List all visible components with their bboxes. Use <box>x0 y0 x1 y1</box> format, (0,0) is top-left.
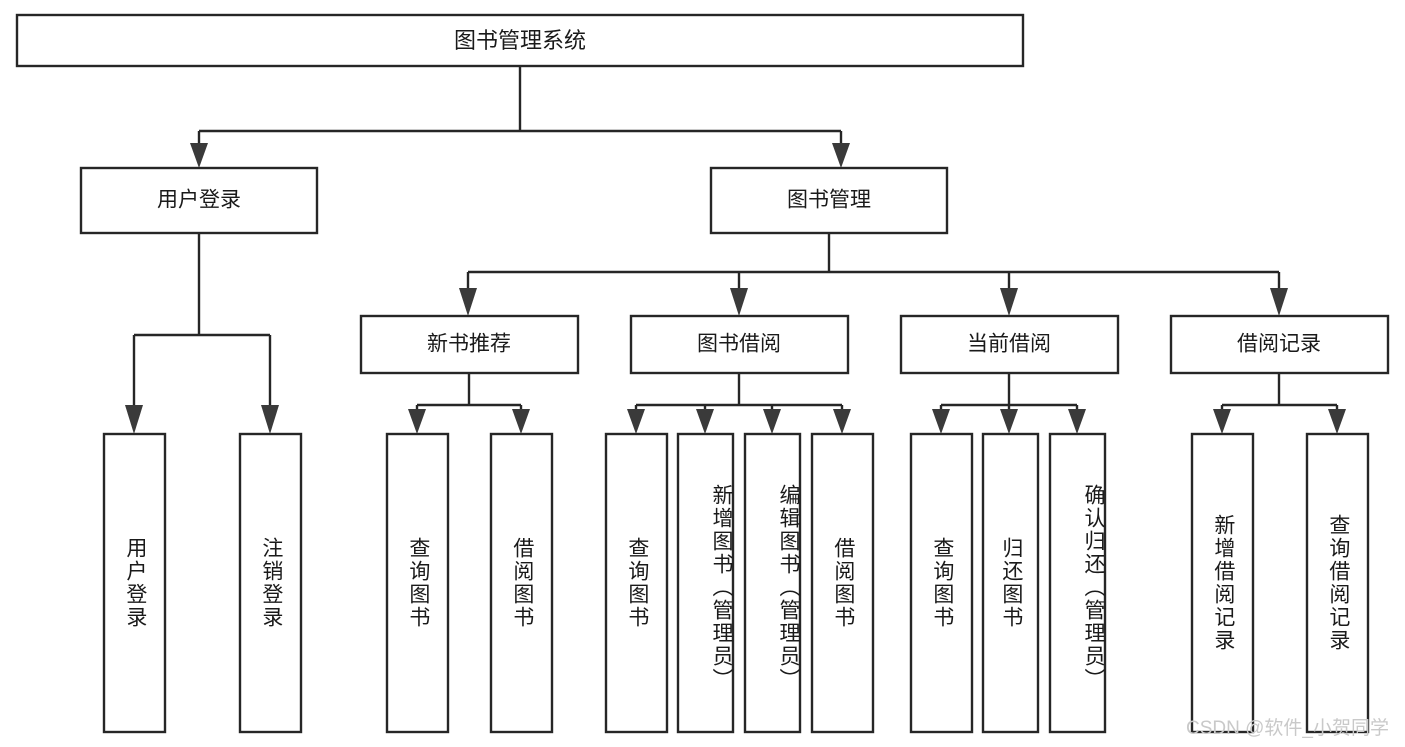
leaf-box-user-login[interactable] <box>102 432 167 734</box>
connector-newbook-to-leaves <box>408 373 530 434</box>
leaf-box-query-book-2[interactable] <box>604 432 669 734</box>
connector-bookmgmt-to-level3 <box>459 233 1288 316</box>
node-new-book-recommend[interactable]: 新书推荐 <box>359 314 580 375</box>
arrow-head-icon <box>512 409 530 434</box>
node-user-login[interactable]: 用户登录 <box>79 166 319 235</box>
connector-root-to-level2 <box>190 66 850 168</box>
leaf-box-query-record[interactable] <box>1305 432 1370 734</box>
arrow-head-icon <box>763 409 781 434</box>
arrow-head-icon <box>832 143 850 168</box>
node-label: 图书管理系统 <box>454 28 586 53</box>
leaf-box-edit-book[interactable] <box>743 432 802 734</box>
leaf-box-logout-login[interactable] <box>238 432 303 734</box>
leaf-box-add-book[interactable] <box>676 432 735 734</box>
connector-bookborrow-to-leaves <box>627 373 851 434</box>
arrow-head-icon <box>459 288 477 316</box>
arrow-head-icon <box>125 405 143 434</box>
arrow-head-icon <box>627 409 645 434</box>
arrow-head-icon <box>1328 409 1346 434</box>
node-label: 新书推荐 <box>427 333 511 356</box>
arrow-head-icon <box>833 409 851 434</box>
arrow-head-icon <box>696 409 714 434</box>
node-label: 借阅记录 <box>1237 333 1321 356</box>
leaf-box-query-book-1[interactable] <box>385 432 450 734</box>
connector-userlogin-to-leaves <box>125 233 279 434</box>
arrow-head-icon <box>261 405 279 434</box>
leaf-box-add-record[interactable] <box>1190 432 1255 734</box>
arrow-head-icon <box>408 409 426 434</box>
node-label: 图书借阅 <box>697 333 781 356</box>
leaf-box-query-book-3[interactable] <box>909 432 974 734</box>
arrow-head-icon <box>1000 409 1018 434</box>
arrow-head-icon <box>1213 409 1231 434</box>
node-current-borrow[interactable]: 当前借阅 <box>899 314 1120 375</box>
arrow-head-icon <box>932 409 950 434</box>
node-label: 图书管理 <box>787 189 871 212</box>
node-book-management-system[interactable]: 图书管理系统 <box>15 13 1025 68</box>
arrow-head-icon <box>1000 288 1018 316</box>
node-label: 当前借阅 <box>967 333 1051 356</box>
leaf-box-confirm-return[interactable] <box>1048 432 1107 734</box>
arrow-head-icon <box>1270 288 1288 316</box>
leaf-box-return-book[interactable] <box>981 432 1040 734</box>
csdn-watermark: CSDN @软件_小贺同学 <box>1186 718 1389 739</box>
node-label: 用户登录 <box>157 189 241 212</box>
node-book-borrow[interactable]: 图书借阅 <box>629 314 850 375</box>
arrow-head-icon <box>1068 409 1086 434</box>
connector-borrowrecord-to-leaves <box>1213 373 1346 434</box>
arrow-head-icon <box>190 143 208 168</box>
leaf-box-borrow-book-1[interactable] <box>489 432 554 734</box>
node-book-management[interactable]: 图书管理 <box>709 166 949 235</box>
node-borrow-record[interactable]: 借阅记录 <box>1169 314 1390 375</box>
leaf-box-borrow-book-2[interactable] <box>810 432 875 734</box>
arrow-head-icon <box>730 288 748 316</box>
connector-currentborrow-to-leaves <box>932 373 1086 434</box>
